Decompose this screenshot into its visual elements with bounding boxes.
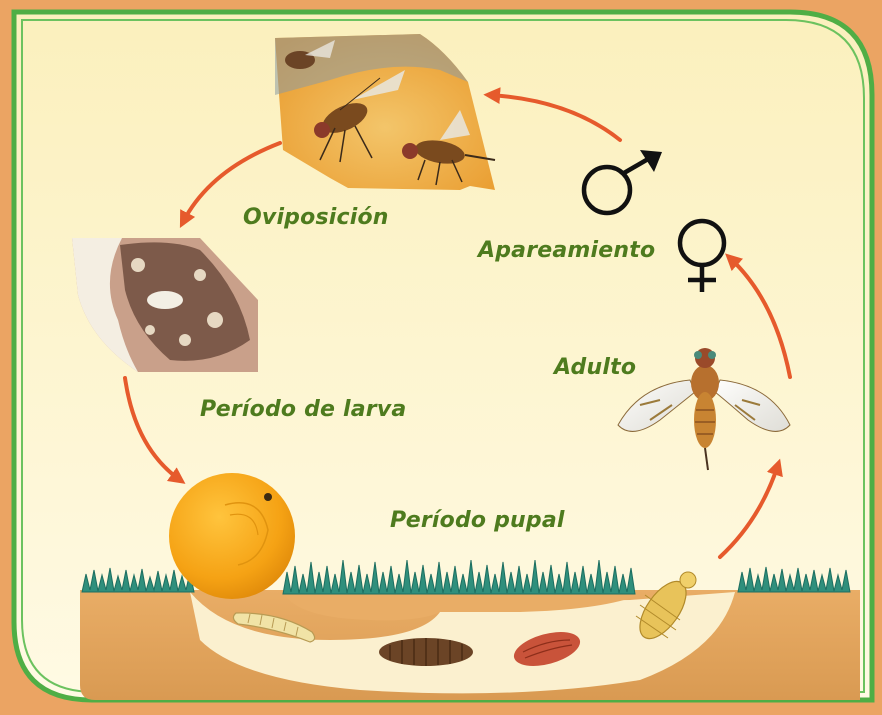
label-pupa: Período pupal [390,508,565,533]
ground-cross-section [80,590,860,700]
label-larva: Período de larva [200,397,406,422]
orange-fruit [169,473,295,599]
label-mating: Apareamiento [478,238,655,263]
label-adult: Adulto [554,355,636,380]
label-oviposition: Oviposición [243,205,389,230]
dark-larva [379,638,473,666]
